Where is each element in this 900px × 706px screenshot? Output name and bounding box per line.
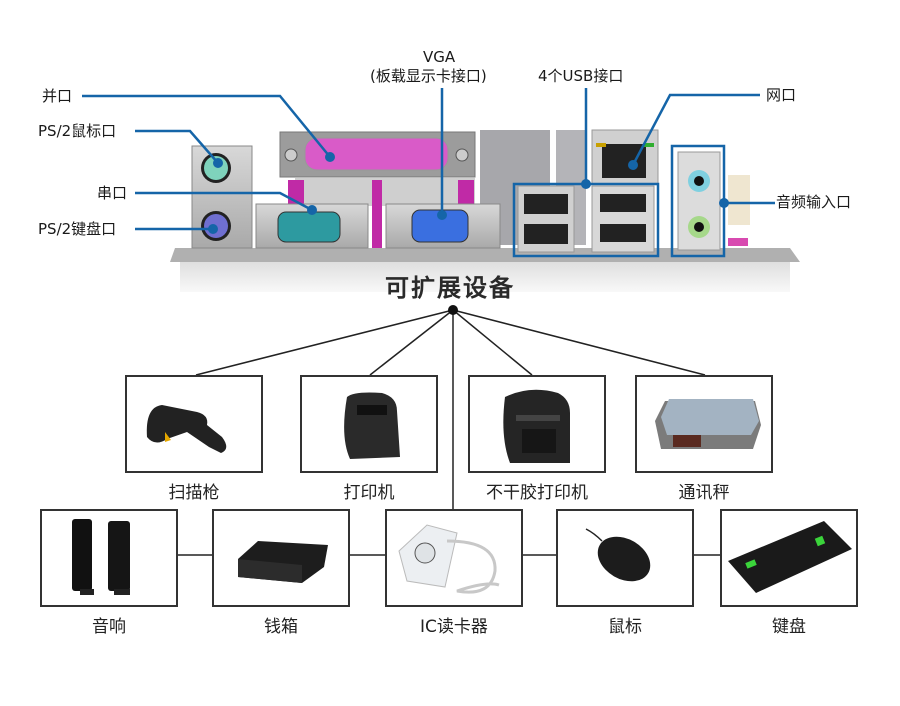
callout-dot <box>719 198 729 208</box>
callout-line-ps2-mouse <box>135 129 219 164</box>
pink-clip <box>458 180 474 204</box>
serial-port <box>277 211 341 243</box>
header-pin-block <box>728 175 750 225</box>
receipt-printer-icon <box>344 392 400 459</box>
device-box-scanner <box>125 375 263 473</box>
callout-dot <box>325 152 335 162</box>
tree-line-label-printer <box>452 309 533 376</box>
device-label-label-printer: 不干胶打印机 <box>486 483 588 503</box>
tree-line-scanner <box>195 309 454 376</box>
callout-line-lan <box>631 93 760 166</box>
tree-line-scale <box>452 309 706 376</box>
lan-led <box>644 143 654 147</box>
label-vga-sub: (板载显示卡接口) <box>370 67 487 85</box>
device-label-speakers: 音响 <box>92 617 126 637</box>
label-ps2-mouse: PS/2鼠标口 <box>38 122 117 140</box>
audio-jack-hole <box>694 222 704 232</box>
mouse-icon <box>585 528 651 582</box>
speakers-icon <box>72 519 130 595</box>
cash-drawer-icon <box>238 541 328 583</box>
tree-line-printer <box>369 309 454 376</box>
callout-dot <box>437 210 447 220</box>
header-pin <box>728 238 748 246</box>
label-serial: 串口 <box>97 184 128 202</box>
callout-dot <box>628 160 638 170</box>
usb-port <box>524 194 568 214</box>
device-box-keyboard <box>720 509 858 607</box>
callout-dot <box>208 224 218 234</box>
device-label-keyboard: 键盘 <box>772 617 806 637</box>
device-box-scale <box>635 375 773 473</box>
heatsink <box>295 178 475 206</box>
callout-dot <box>581 179 591 189</box>
label-audio: 音频输入口 <box>776 193 852 211</box>
keyboard-icon <box>728 521 852 593</box>
scale-icon <box>655 399 761 449</box>
screw <box>455 148 469 162</box>
device-label-scanner: 扫描枪 <box>168 483 220 503</box>
device-label-mouse: 鼠标 <box>608 617 642 637</box>
device-label-printer: 打印机 <box>343 483 395 503</box>
usb-port <box>600 194 646 212</box>
tree-lines <box>178 309 720 556</box>
label-vga: VGA <box>423 48 456 66</box>
label-usb: 4个USB接口 <box>538 67 624 85</box>
ic-card-reader-icon <box>398 524 500 594</box>
barcode-scanner-icon <box>146 405 227 453</box>
callout-dot <box>307 205 317 215</box>
callout-line-serial <box>135 191 313 212</box>
pink-clip <box>372 180 382 248</box>
device-label-cash-drawer: 钱箱 <box>264 617 298 637</box>
label-ps2-keyboard: PS/2键盘口 <box>38 220 117 238</box>
screw <box>284 148 298 162</box>
usb-port <box>600 224 646 242</box>
lan-led <box>596 143 606 147</box>
device-box-label-printer <box>468 375 606 473</box>
vga-port <box>411 209 469 243</box>
usb-port <box>524 224 568 244</box>
tree-root-dot <box>448 305 458 315</box>
label-printer-icon <box>503 389 570 463</box>
device-label-scale: 通讯秤 <box>678 483 730 503</box>
lan-port <box>602 144 646 178</box>
board-reflection <box>180 262 790 292</box>
callout-dots <box>208 152 729 234</box>
label-lan: 网口 <box>766 86 797 104</box>
device-box-ic-card-reader <box>385 509 523 607</box>
callout-dot <box>213 158 223 168</box>
device-box-cash-drawer <box>212 509 350 607</box>
device-box-speakers <box>40 509 178 607</box>
device-label-ic-card-reader: IC读卡器 <box>420 617 488 637</box>
callout-lines <box>82 88 775 258</box>
device-box-mouse <box>556 509 694 607</box>
device-box-printer <box>300 375 438 473</box>
parallel-port <box>304 137 449 171</box>
callout-line-parallel <box>82 94 331 158</box>
section-title: 可扩展设备 <box>385 274 515 302</box>
audio-jack-hole <box>694 176 704 186</box>
label-parallel: 并口 <box>42 87 73 105</box>
